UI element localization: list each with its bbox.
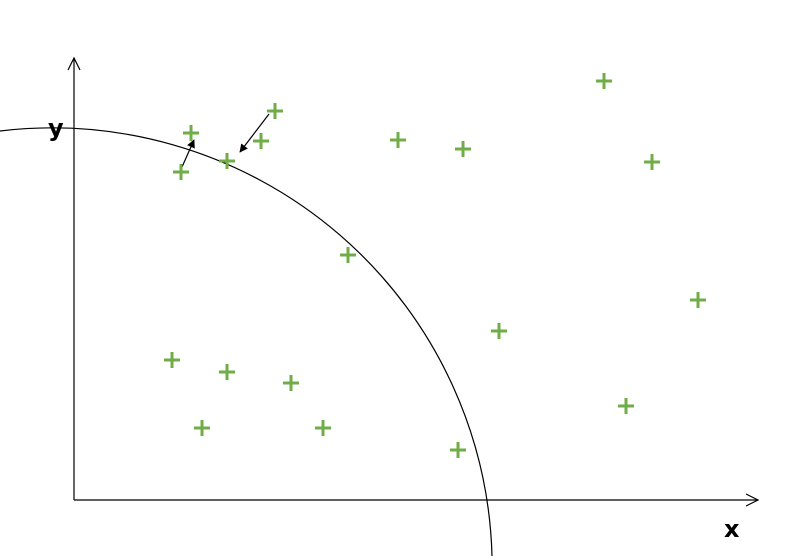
data-point-8 <box>173 164 189 180</box>
distance-arrow-outer <box>239 113 270 153</box>
data-point-19 <box>450 442 466 458</box>
x-axis-label: x <box>724 515 740 543</box>
data-point-10 <box>340 247 356 263</box>
data-point-15 <box>283 375 299 391</box>
y-axis-arrowhead <box>67 56 81 71</box>
distance-arrow-inner <box>181 139 195 168</box>
data-point-7 <box>219 153 235 169</box>
data-point-14 <box>219 364 235 380</box>
x-axis-arrowhead <box>745 493 760 507</box>
data-point-4 <box>253 133 269 149</box>
data-point-5 <box>390 132 406 148</box>
data-point-6 <box>455 141 471 157</box>
y-axis-label: y <box>48 114 64 142</box>
data-point-11 <box>690 292 706 308</box>
data-point-2 <box>267 103 283 119</box>
data-point-12 <box>491 323 507 339</box>
data-point-3 <box>183 125 199 141</box>
data-point-1 <box>596 73 612 89</box>
data-point-9 <box>644 154 660 170</box>
circle-boundary-arc <box>0 127 493 557</box>
data-point-18 <box>315 420 331 436</box>
data-point-13 <box>164 352 180 368</box>
data-point-17 <box>194 420 210 436</box>
data-point-16 <box>618 398 634 414</box>
points-layer <box>164 73 706 458</box>
